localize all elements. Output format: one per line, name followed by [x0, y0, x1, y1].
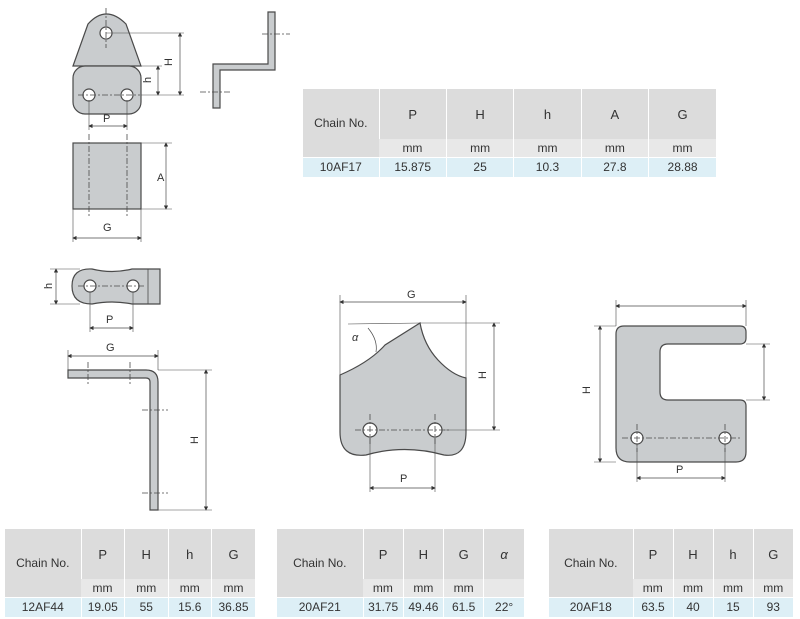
param-header: α: [483, 529, 524, 579]
drawing-10af17-front: [72, 8, 184, 130]
table-header-chain-no: Chain No.: [5, 529, 81, 597]
value-cell: 22°: [483, 596, 524, 617]
unit-cell: mm: [648, 139, 716, 157]
param-header: G: [442, 529, 484, 579]
unit-cell: mm: [124, 579, 168, 597]
table-header-chain-no: Chain No.: [549, 529, 633, 597]
label-a-10af17: A: [157, 172, 165, 184]
drawing-10af17-top: [72, 134, 172, 242]
label-g-20af21: G: [407, 289, 416, 301]
unit-cell: mm: [379, 139, 447, 157]
chain-number-cell: 12AF44: [5, 596, 81, 617]
chain-number-cell: 10AF17: [303, 156, 379, 177]
spec-table-20af18: Chain No. P H h G mm mm mm mm 20AF18 63.…: [549, 529, 793, 617]
param-header: h: [712, 529, 753, 579]
unit-cell: mm: [167, 579, 212, 597]
param-header: H: [672, 529, 713, 579]
spec-table-10af17: Chain No. P H h A G mm mm mm mm mm 10AF1…: [303, 89, 716, 177]
chain-number-cell: 20AF21: [277, 596, 363, 617]
label-p-20af18: P: [676, 464, 683, 476]
value-cell: 15: [712, 596, 753, 617]
param-header: P: [362, 529, 404, 579]
chain-number-cell: 20AF18: [549, 596, 633, 617]
value-cell: 49.46: [402, 596, 444, 617]
label-h-10af17: H: [163, 58, 175, 66]
label-h-20af21: H: [477, 371, 489, 379]
param-header: P: [80, 529, 125, 579]
label-p-10af17: P: [103, 113, 110, 125]
value-cell: 55: [124, 596, 168, 617]
unit-cell: mm: [442, 579, 484, 597]
unit-cell: mm: [81, 579, 125, 597]
param-header: A: [580, 89, 649, 139]
param-header: H: [124, 529, 168, 579]
unit-cell: [483, 579, 524, 597]
label-h-small-12af44: h: [43, 283, 55, 289]
spec-table-20af21: Chain No. P H G α mm mm mm 20AF21 31.75 …: [277, 529, 524, 617]
value-cell: 10.3: [513, 156, 582, 177]
param-header: H: [445, 89, 514, 139]
unit-cell: mm: [672, 579, 713, 597]
param-header: G: [211, 529, 255, 579]
param-header: P: [378, 89, 447, 139]
unit-cell: mm: [445, 139, 514, 157]
param-header: P: [632, 529, 673, 579]
label-h-small-10af17: h: [142, 77, 154, 83]
label-g-10af17: G: [103, 222, 112, 234]
table-header-chain-no: Chain No.: [277, 529, 363, 597]
value-cell: 40: [672, 596, 713, 617]
unit-cell: mm: [712, 579, 753, 597]
drawing-12af44-top: [50, 268, 161, 332]
unit-cell: mm: [211, 579, 255, 597]
spec-table-12af44: Chain No. P H h G mm mm mm mm 12AF44 19.…: [5, 529, 255, 617]
label-p-12af44: P: [106, 314, 113, 326]
unit-cell: mm: [402, 579, 444, 597]
label-p-20af21: P: [400, 473, 407, 485]
param-header: G: [648, 89, 716, 139]
unit-cell: mm: [363, 579, 404, 597]
value-cell: 19.05: [80, 596, 125, 617]
value-cell: 36.85: [211, 596, 255, 617]
unit-cell: mm: [580, 139, 649, 157]
value-cell: 31.75: [362, 596, 404, 617]
unit-cell: mm: [513, 139, 582, 157]
param-header: h: [167, 529, 212, 579]
drawing-12af44-side: [67, 350, 212, 511]
label-h-12af44: H: [189, 436, 201, 444]
label-alpha-20af21: α: [352, 332, 359, 344]
label-h-20af18: H: [581, 386, 593, 394]
drawing-20af21: [339, 295, 500, 492]
value-cell: 15.6: [167, 596, 212, 617]
drawing-20af18: [594, 300, 770, 482]
value-cell: 27.8: [580, 156, 649, 177]
value-cell: 28.88: [648, 156, 716, 177]
param-header: h: [513, 89, 582, 139]
value-cell: 25: [445, 156, 514, 177]
drawing-10af17-side: [200, 11, 290, 109]
value-cell: 15.875: [378, 156, 447, 177]
unit-cell: mm: [633, 579, 673, 597]
table-header-chain-no: Chain No.: [303, 89, 379, 157]
unit-cell: mm: [752, 579, 793, 597]
param-header: H: [402, 529, 444, 579]
param-header: G: [752, 529, 793, 579]
value-cell: 61.5: [442, 596, 484, 617]
label-g-12af44: G: [106, 342, 115, 354]
value-cell: 93: [752, 596, 793, 617]
value-cell: 63.5: [632, 596, 673, 617]
